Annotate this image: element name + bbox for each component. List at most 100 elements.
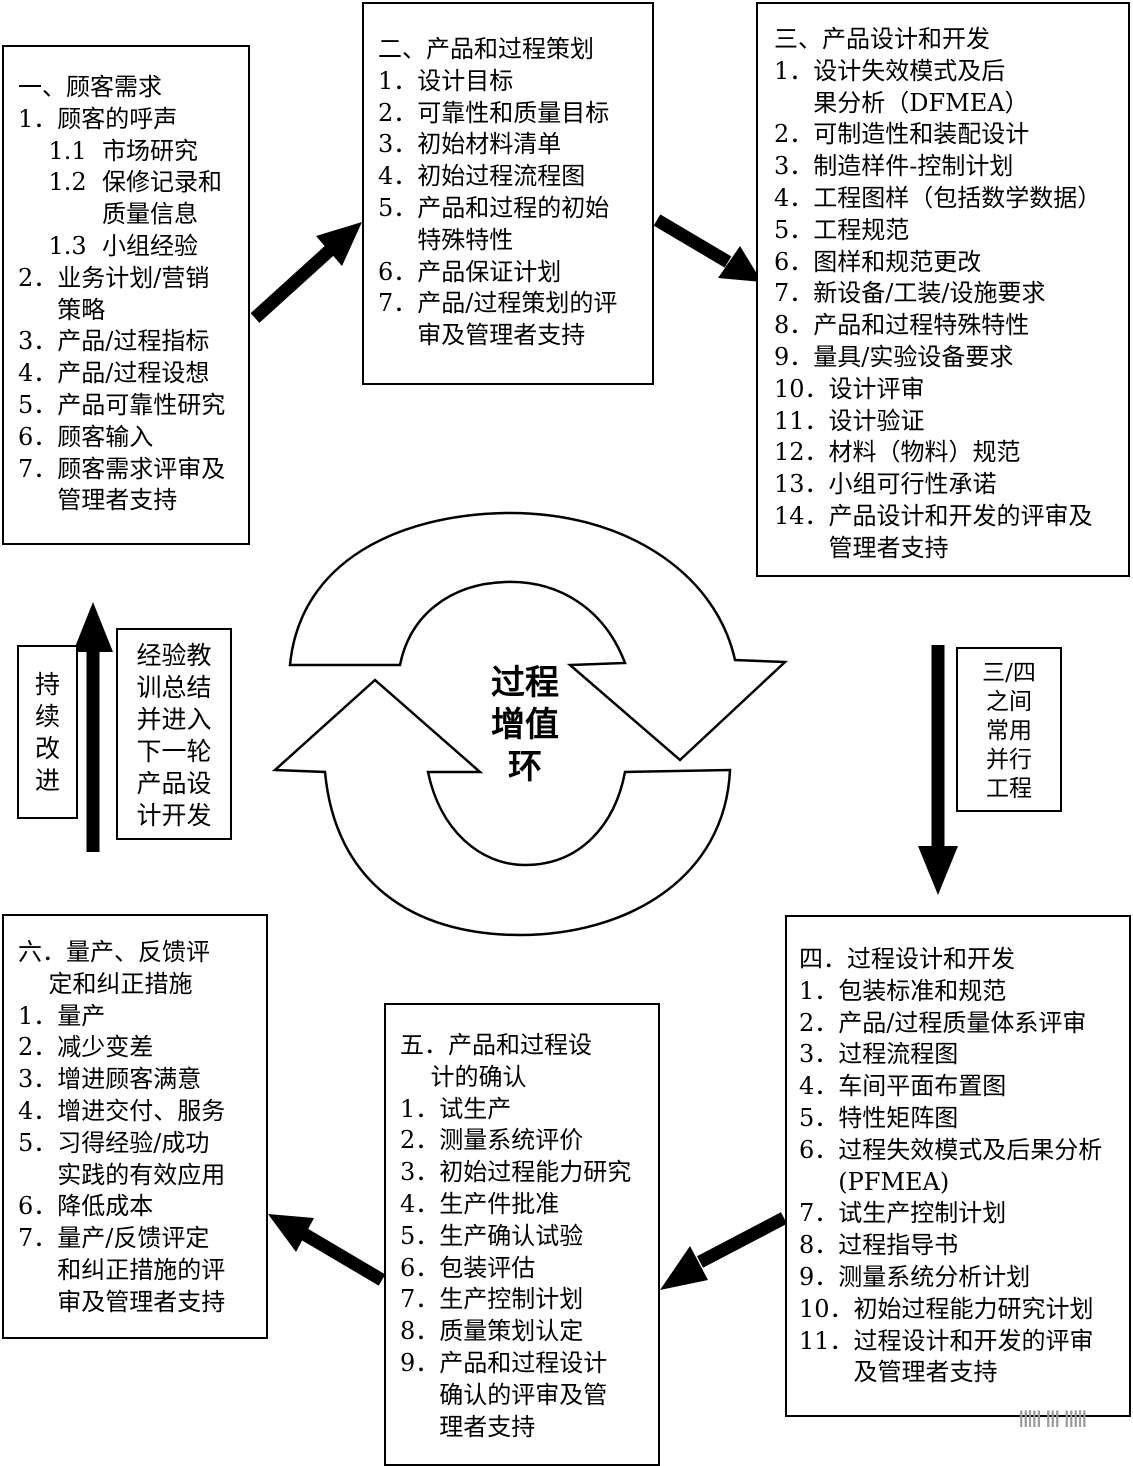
stage1-item-text: 产品可靠性研究 bbox=[57, 390, 226, 419]
stage5-item: 2．测量系统评价 bbox=[400, 1125, 658, 1157]
stage1-item-text: 顾客需求评审及 管理者支持 bbox=[57, 454, 226, 515]
stage5-item-number: 1． bbox=[400, 1094, 440, 1123]
stage3-item-text: 工程图样（包括数学数据） bbox=[813, 183, 1102, 212]
stage3-item-text: 量具/实验设备要求 bbox=[813, 342, 1014, 371]
stage3-item-number: 1． bbox=[774, 56, 814, 85]
stage3-item: 7．新设备/工装/设施要求 bbox=[774, 278, 1128, 310]
arrow-stage3-to-stage4 bbox=[918, 645, 958, 895]
stage1-item-text: 顾客输入 bbox=[57, 422, 154, 451]
stage3-item-number: 5． bbox=[774, 215, 814, 244]
stage5-item-text: 包装评估 bbox=[439, 1253, 536, 1282]
stage3-item-text: 新设备/工装/设施要求 bbox=[813, 279, 1046, 308]
stage3-item: 13．小组可行性承诺 bbox=[774, 469, 1128, 501]
arrow-stage6-to-stage1 bbox=[73, 602, 113, 852]
stage3-item-text: 图样和规范更改 bbox=[813, 247, 982, 276]
stage5-item: 3．初始过程能力研究 bbox=[400, 1157, 658, 1189]
stage2-item-text: 可靠性和质量目标 bbox=[417, 98, 610, 127]
stage4-item-text: 试生产控制计划 bbox=[838, 1199, 1007, 1228]
stage1-item-text: 市场研究 bbox=[101, 136, 198, 165]
stage3-item: 11．设计验证 bbox=[774, 406, 1128, 438]
stage5-item: 4．生产件批准 bbox=[400, 1189, 658, 1221]
stage3-item: 12．材料（物料）规范 bbox=[774, 437, 1128, 469]
stage3-item-text: 产品和过程特殊特性 bbox=[813, 311, 1030, 340]
stage6-item: 4．增进交付、服务 bbox=[18, 1096, 266, 1128]
stage6-item: 7．量产/反馈评定 和纠正措施的评 审及管理者支持 bbox=[18, 1223, 266, 1318]
stage3-item-text: 材料（物料）规范 bbox=[828, 438, 1021, 467]
stage6-item-number: 4． bbox=[18, 1096, 58, 1125]
stage3-item: 1．设计失效模式及后 果分析（DFMEA） bbox=[774, 56, 1128, 120]
stage4-item-number: 6． bbox=[799, 1135, 839, 1164]
stage2-item-number: 3． bbox=[378, 130, 418, 159]
stage6-title: 六．量产、反馈评 定和纠正措施 bbox=[18, 938, 210, 998]
stage6-item-text: 减少变差 bbox=[57, 1033, 154, 1062]
stage3-item-number: 6． bbox=[774, 247, 814, 276]
stage2-item: 7．产品/过程策划的评 审及管理者支持 bbox=[378, 288, 652, 352]
stage6-item: 5．习得经验/成功 实践的有效应用 bbox=[18, 1128, 266, 1192]
stage6-item-text: 量产 bbox=[57, 1001, 106, 1030]
stage4-item-number: 8． bbox=[799, 1231, 839, 1260]
stage1-item: 7．顾客需求评审及 管理者支持 bbox=[18, 454, 248, 518]
stage1-item-number: 2． bbox=[18, 263, 58, 292]
stage6-item: 6．降低成本 bbox=[18, 1191, 266, 1223]
stage3-item: 9．量具/实验设备要求 bbox=[774, 342, 1128, 374]
stage5-item-number: 3． bbox=[400, 1158, 440, 1187]
stage3-item-text: 可制造性和装配设计 bbox=[813, 120, 1030, 149]
stage6-item-number: 6． bbox=[18, 1192, 58, 1221]
stage3-item: 6．图样和规范更改 bbox=[774, 247, 1128, 279]
stage4-item-text: 产品/过程质量体系评审 bbox=[838, 1008, 1087, 1037]
stage2-item: 1．设计目标 bbox=[378, 66, 652, 98]
stage2-item-text: 设计目标 bbox=[417, 66, 514, 95]
stage5-item-text: 产品和过程设计 确认的评审及管 理者支持 bbox=[439, 1348, 608, 1441]
stage4-item-number: 11． bbox=[799, 1326, 854, 1355]
stage3-item-text: 产品设计和开发的评审及 管理者支持 bbox=[828, 501, 1093, 562]
stage3-item-number: 8． bbox=[774, 311, 814, 340]
stage3-item-text: 小组可行性承诺 bbox=[828, 470, 997, 499]
stage2-item-number: 7． bbox=[378, 289, 418, 318]
stage4-item-text: 包装标准和规范 bbox=[838, 976, 1007, 1005]
stage1-item-number: 1． bbox=[18, 104, 58, 133]
stage1-item: 4．产品/过程设想 bbox=[18, 358, 248, 390]
stage2-item-number: 6． bbox=[378, 257, 418, 286]
stage1-item-number: 3． bbox=[18, 327, 58, 356]
stage6-item-number: 3． bbox=[18, 1065, 58, 1094]
stage2-item: 4．初始过程流程图 bbox=[378, 161, 652, 193]
stage5-item-number: 7． bbox=[400, 1285, 440, 1314]
stage5-item: 6．包装评估 bbox=[400, 1253, 658, 1285]
stage6-item-text: 量产/反馈评定 和纠正措施的评 审及管理者支持 bbox=[57, 1224, 226, 1316]
stage4-item: 6．过程失效模式及后果分析 (PFMEA) bbox=[799, 1135, 1129, 1199]
stage5-item: 7．生产控制计划 bbox=[400, 1284, 658, 1316]
stage1-item-number: 4． bbox=[18, 359, 58, 388]
arrow-stage4-to-stage5 bbox=[660, 1212, 788, 1290]
stage3-item: 5．工程规范 bbox=[774, 215, 1128, 247]
stage6-item-text: 增进交付、服务 bbox=[57, 1096, 226, 1125]
stage3-item: 2．可制造性和装配设计 bbox=[774, 119, 1128, 151]
stage5-item-text: 生产确认试验 bbox=[439, 1221, 584, 1250]
stage6-item-number: 1． bbox=[18, 1001, 58, 1030]
arrow-stage2-to-stage3 bbox=[653, 214, 762, 282]
stage3-item-text: 设计验证 bbox=[828, 406, 925, 435]
stage6-item: 2．减少变差 bbox=[18, 1032, 266, 1064]
stage5-item-text: 试生产 bbox=[439, 1094, 512, 1123]
stage2-item-number: 4． bbox=[378, 162, 418, 191]
arrow-stage5-to-stage6 bbox=[268, 1214, 386, 1286]
stage1-item: 2．业务计划/营销 策略 bbox=[18, 263, 248, 327]
stage3-item-text: 工程规范 bbox=[813, 215, 910, 244]
cycle-arrow-bottom bbox=[271, 678, 732, 937]
stage6-item-text: 降低成本 bbox=[57, 1192, 154, 1221]
stage6-item: 1．量产 bbox=[18, 1001, 266, 1033]
stage5-item-text: 初始过程能力研究 bbox=[439, 1158, 632, 1187]
stage5-item: 5．生产确认试验 bbox=[400, 1221, 658, 1253]
stage6-item-text: 增进顾客满意 bbox=[57, 1065, 202, 1094]
stage3-item-number: 11． bbox=[774, 406, 829, 435]
stage5-item-number: 6． bbox=[400, 1253, 440, 1282]
stage4-item-number: 4． bbox=[799, 1072, 839, 1101]
stage1-item-number: 1.3 bbox=[18, 231, 102, 260]
stage5-item-number: 2． bbox=[400, 1126, 440, 1155]
